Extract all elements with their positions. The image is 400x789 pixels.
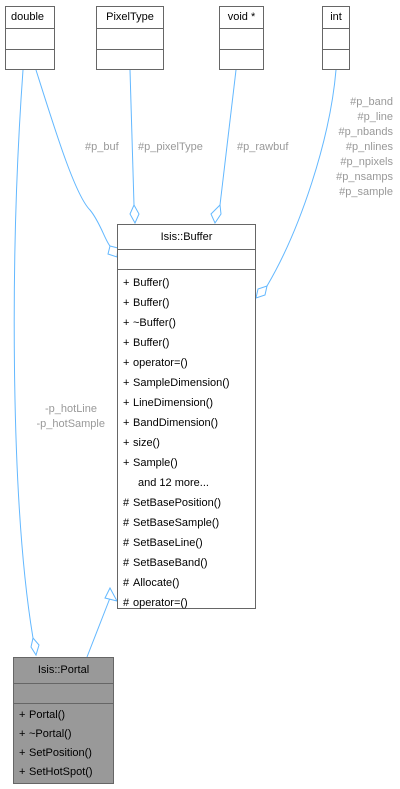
buffer-op[interactable]: +SampleDimension() (123, 377, 230, 389)
edge-p-pixeltype (129, 69, 135, 206)
portal-op: +SetPosition() (19, 747, 92, 759)
label-p-nbands: #p_nbands (338, 126, 393, 138)
buffer-op[interactable]: +Buffer() (123, 337, 170, 349)
label-p-sample: #p_sample (339, 186, 393, 198)
label-p-line: #p_line (357, 111, 393, 123)
edge-p-rawbuf (219, 69, 237, 206)
buffer-op[interactable]: +BandDimension() (123, 417, 218, 429)
label-int-members: #p_band #p_line #p_nbands #p_nlines #p_n… (313, 95, 393, 200)
type-double-box: double (5, 6, 55, 70)
label-p-band: #p_band (350, 96, 393, 108)
type-void-ptr-box: void * (219, 6, 264, 70)
edge-hot-diamond (30, 636, 40, 657)
buffer-op-protected[interactable]: #SetBaseBand() (123, 557, 208, 569)
buffer-op[interactable]: +Buffer() (123, 277, 170, 289)
class-buffer-title[interactable]: Isis::Buffer (118, 225, 255, 250)
edge-inheritance-arrow (104, 586, 118, 602)
class-portal-operations: +Portal() +~Portal() +SetPosition() +Set… (14, 704, 113, 782)
class-portal-box: Isis::Portal +Portal() +~Portal() +SetPo… (13, 657, 114, 784)
edge-inheritance (86, 597, 111, 658)
buffer-op[interactable]: +Buffer() (123, 297, 170, 309)
class-buffer-attributes (118, 250, 255, 270)
buffer-more-link[interactable]: and 12 more... (138, 477, 209, 489)
label-p-nsamps: #p_nsamps (336, 171, 393, 183)
buffer-op-protected[interactable]: #operator=() (123, 597, 188, 609)
edge-int-members (266, 69, 337, 287)
type-double-title: double (6, 7, 54, 29)
buffer-op[interactable]: +~Buffer() (123, 317, 176, 329)
portal-op: +Portal() (19, 709, 66, 721)
buffer-op[interactable]: +Sample() (123, 457, 178, 469)
type-void-ptr-title: void * (220, 7, 263, 29)
buffer-op-protected[interactable]: #Allocate() (123, 577, 180, 589)
edge-hot (13, 69, 34, 639)
buffer-op[interactable]: +LineDimension() (123, 397, 214, 409)
label-p-buf: #p_buf (85, 141, 119, 153)
portal-op: +~Portal() (19, 728, 72, 740)
type-pixeltype-title: PixelType (97, 7, 163, 29)
label-p-hotsample: -p_hotSample (36, 418, 106, 430)
buffer-op-protected[interactable]: #SetBaseSample() (123, 517, 220, 529)
label-p-nlines: #p_nlines (345, 141, 393, 153)
buffer-op[interactable]: +operator=() (123, 357, 188, 369)
label-p-rawbuf: #p_rawbuf (237, 141, 289, 153)
type-pixeltype-box: PixelType (96, 6, 164, 70)
class-buffer-box[interactable]: Isis::Buffer +Buffer() +Buffer() +~Buffe… (117, 224, 256, 609)
label-p-npixels: #p_npixels (340, 156, 393, 168)
class-portal-attributes (14, 684, 113, 704)
edge-p-rawbuf-diamond (210, 203, 222, 225)
type-int-box: int (322, 6, 350, 70)
buffer-op[interactable]: +size() (123, 437, 160, 449)
edge-p-buf (35, 69, 111, 247)
portal-op: +SetHotSpot() (19, 766, 93, 778)
label-hot: -p_hotLine -p_hotSample (20, 402, 106, 432)
label-p-pixeltype: #p_pixelType (138, 141, 203, 153)
edge-p-pixeltype-diamond (129, 203, 140, 225)
buffer-op-protected[interactable]: #SetBasePosition() (123, 497, 222, 509)
label-p-hotline: -p_hotLine (45, 403, 97, 415)
buffer-op-protected[interactable]: #SetBaseLine() (123, 537, 203, 549)
type-int-title: int (323, 7, 349, 29)
class-portal-title: Isis::Portal (14, 658, 113, 684)
class-buffer-operations: +Buffer() +Buffer() +~Buffer() +Buffer()… (118, 270, 255, 615)
edge-int-diamond (255, 285, 268, 299)
